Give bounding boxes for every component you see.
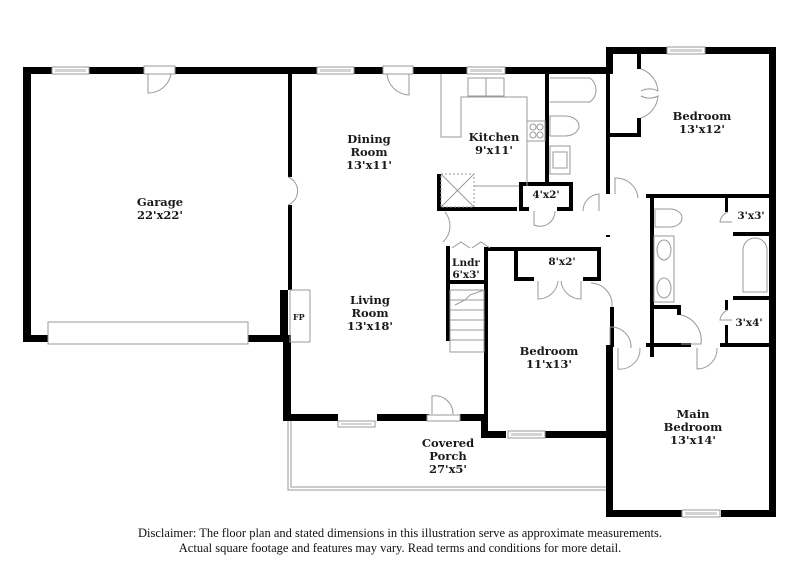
room-label-closet-3x4: 3'x4': [735, 317, 762, 329]
disclaimer-line-2: Actual square footage and features may v…: [178, 541, 622, 555]
room-dims: 11'x13': [526, 357, 572, 371]
room-name: Kitchen: [468, 130, 520, 144]
interior-walls: [437, 54, 776, 437]
room-dims: 22'x22': [137, 208, 183, 222]
room-name-line2: Bedroom: [663, 420, 723, 434]
room-dims: 4'x2': [532, 189, 560, 201]
room-name: Lndr: [452, 257, 480, 269]
room-dims: 6'x3': [452, 269, 480, 281]
room-name-line2: Room: [351, 306, 389, 320]
room-name-line1: Dining: [347, 132, 391, 146]
fixtures: [287, 74, 768, 491]
room-label-dining: Dining Room 13'x11': [346, 133, 392, 172]
room-name: Bedroom: [672, 109, 732, 123]
room-name: Garage: [136, 195, 184, 209]
windows: [51, 46, 721, 518]
room-label-laundry: Lndr 6'x3': [452, 257, 480, 281]
room-name-line1: Living: [350, 293, 390, 307]
room-dims: 13'x18': [347, 319, 393, 333]
fireplace-label: FP: [293, 312, 305, 322]
disclaimer: Disclaimer: The floor plan and stated di…: [0, 526, 800, 556]
room-label-kitchen: Kitchen 9'x11': [469, 131, 520, 157]
disclaimer-line-1: Disclaimer: The floor plan and stated di…: [138, 526, 662, 540]
room-label-closet-8x2: 8'x2': [548, 256, 575, 268]
room-name-line2: Porch: [429, 449, 467, 463]
room-name-line1: Main: [676, 407, 710, 421]
room-label-covered-porch: Covered Porch 27'x5': [422, 437, 474, 476]
room-dims: 9'x11': [475, 143, 513, 157]
room-name: Bedroom: [519, 344, 579, 358]
room-dims: 13'x14': [670, 433, 716, 447]
room-dims: 3'x3': [737, 210, 765, 222]
stairs: [449, 289, 485, 353]
room-label-bedroom-2: Bedroom 11'x13': [520, 345, 579, 371]
room-dims: 27'x5': [429, 462, 467, 476]
room-label-main-bedroom: Main Bedroom 13'x14': [664, 408, 723, 447]
room-dims: 8'x2': [548, 256, 576, 268]
room-label-garage: Garage 22'x22': [137, 196, 183, 222]
room-label-closet-4x2: 4'x2': [532, 189, 559, 201]
room-dims: 13'x12': [679, 122, 725, 136]
room-label-closet-3x3: 3'x3': [737, 210, 764, 222]
doors: [47, 65, 732, 422]
room-label-living: Living Room 13'x18': [347, 294, 393, 333]
room-name-line1: Covered: [421, 436, 475, 450]
room-label-bedroom-1: Bedroom 13'x12': [673, 110, 732, 136]
room-dims: 13'x11': [346, 158, 392, 172]
room-name-line2: Room: [350, 145, 388, 159]
room-dims: 3'x4': [735, 317, 763, 329]
